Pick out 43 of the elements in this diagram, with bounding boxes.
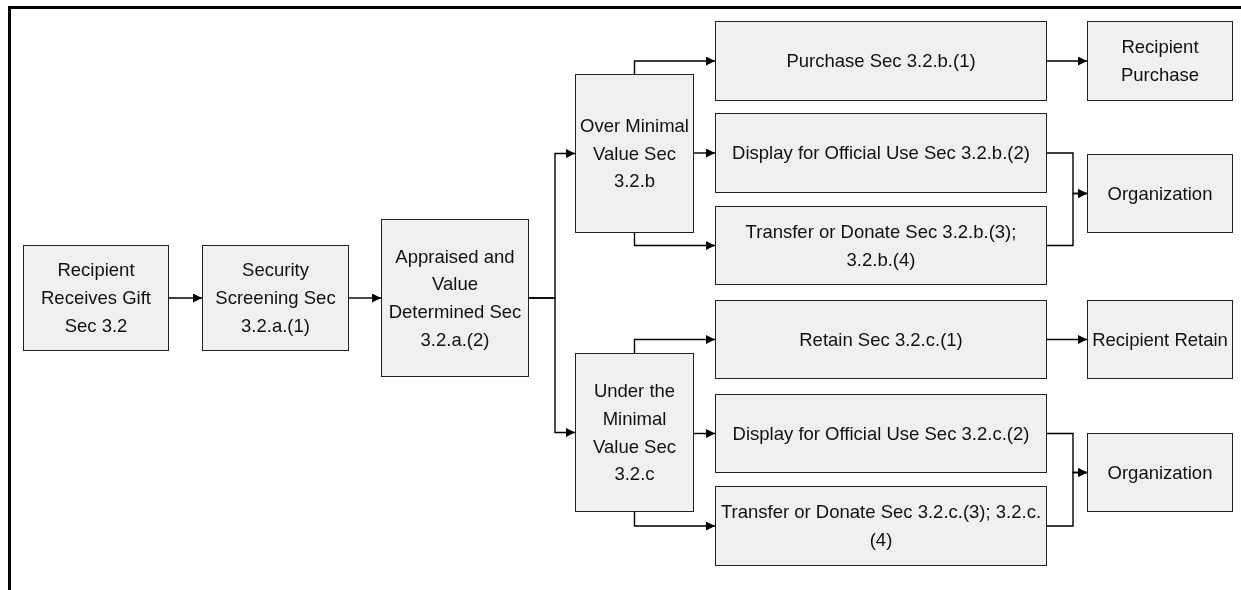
process-box <box>381 219 529 377</box>
arrow <box>633 511 716 531</box>
arrow <box>633 56 716 75</box>
process-box <box>1087 154 1233 233</box>
box-label: Recipient Retain <box>1092 327 1228 352</box>
arrow <box>1046 335 1088 344</box>
box-label: Over Minimal Value Sec 3.2.b <box>580 113 689 194</box>
arrow <box>1046 56 1088 66</box>
arrow <box>1046 189 1088 247</box>
arrow <box>693 148 716 158</box>
process-box <box>1087 21 1233 101</box>
process-box <box>715 486 1047 566</box>
process-box <box>715 21 1047 101</box>
box-label: Display for Official Use Sec 3.2.b.(2) <box>732 141 1030 166</box>
arrow <box>528 297 576 437</box>
box-label: Recipient Purchase <box>1119 35 1201 87</box>
process-box <box>23 245 169 351</box>
process-box <box>715 394 1047 473</box>
box-label: Appraised and Value Determined Sec 3.2.a.(2) <box>387 244 523 352</box>
arrow <box>633 335 716 354</box>
process-box <box>715 113 1047 193</box>
box-label: Organization <box>1107 181 1213 206</box>
process-box <box>1087 433 1233 512</box>
arrow <box>348 293 382 303</box>
box-label: Security Screening Sec 3.2.a.(1) <box>214 258 337 338</box>
arrow <box>693 429 716 438</box>
box-label: Under the Minimal Value Sec 3.2.c <box>592 379 677 487</box>
box-label: Transfer or Donate Sec 3.2.c.(3); 3.2.c.(4) <box>720 500 1042 552</box>
process-box <box>575 74 694 233</box>
process-box <box>202 245 349 351</box>
box-label: Transfer or Donate Sec 3.2.b.(3); 3.2.b.(4) <box>744 219 1018 272</box>
process-box <box>575 353 694 512</box>
box-label: Retain Sec 3.2.c.(1) <box>799 327 963 352</box>
box-label: Purchase Sec 3.2.b.(1) <box>786 49 976 74</box>
box-label: Recipient Receives Gift Sec 3.2 <box>40 258 152 338</box>
box-label: Organization <box>1107 460 1213 485</box>
process-box <box>715 300 1047 379</box>
box-label: Display for Official Use Sec 3.2.c.(2) <box>732 421 1030 446</box>
arrow <box>1046 468 1088 527</box>
process-box <box>1087 300 1233 379</box>
arrow <box>168 293 203 303</box>
process-box <box>715 206 1047 285</box>
arrow <box>633 232 716 250</box>
